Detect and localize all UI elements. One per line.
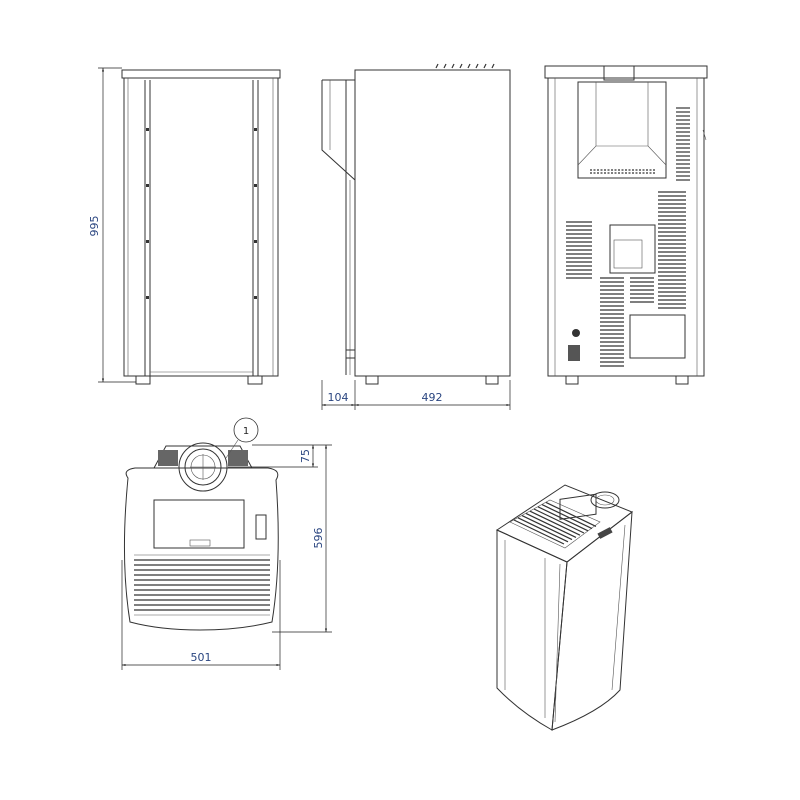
rear-offset-label: 104	[328, 391, 349, 404]
total-depth-label: 596	[312, 528, 325, 549]
front-view	[121, 69, 281, 385]
side-view	[321, 63, 511, 385]
rear-view	[544, 65, 708, 385]
vent-slat	[521, 515, 573, 541]
isometric-view	[495, 484, 633, 731]
depth-label: 492	[422, 391, 443, 404]
height-dimension: 995	[88, 67, 136, 383]
vent-slat	[541, 504, 593, 530]
height-label: 995	[88, 216, 101, 237]
top-view	[123, 442, 279, 631]
vent-slat	[529, 510, 581, 536]
callout-1: 1	[225, 417, 259, 459]
vent-slat	[525, 512, 577, 538]
vent-slat	[545, 501, 597, 527]
depth-dimensions: 104 492	[321, 380, 511, 410]
vent-slat	[513, 519, 565, 545]
rear-vent-grilles	[590, 169, 656, 174]
callout-number: 1	[243, 426, 249, 437]
width-label: 501	[191, 651, 212, 664]
vent-slat	[517, 517, 569, 543]
vent-slat	[533, 508, 585, 534]
top-dimensions: 75 596 501	[121, 444, 332, 670]
flue-offset-label: 75	[299, 449, 312, 463]
